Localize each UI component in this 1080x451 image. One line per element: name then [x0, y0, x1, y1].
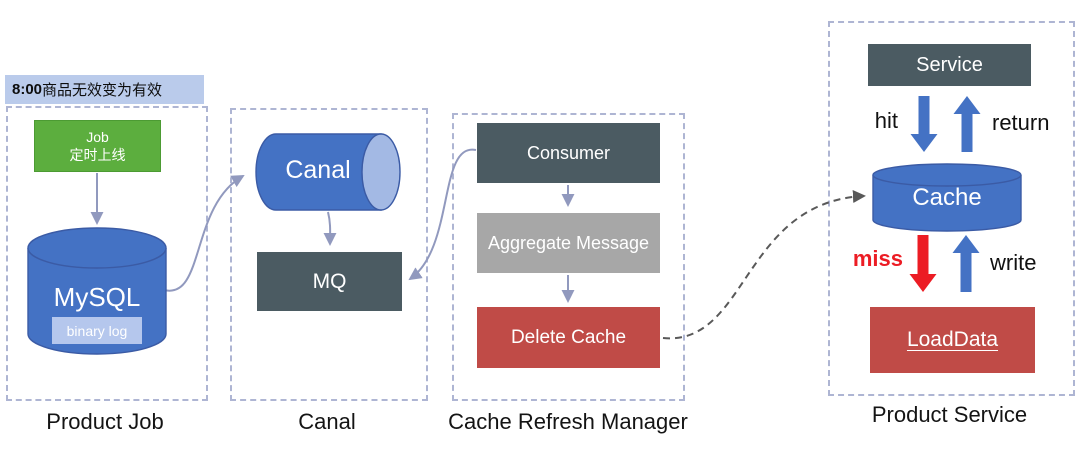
canal-cylinder	[255, 133, 401, 211]
delete-cache-node: Delete Cache	[477, 307, 660, 368]
caption-product-job: Product Job	[46, 409, 164, 434]
job-node: Job 定时上线	[34, 120, 161, 172]
binary-log-chip: binary log	[52, 317, 142, 344]
service-node: Service	[868, 44, 1031, 86]
annotation-time: 8:00	[12, 81, 43, 98]
mq-node: MQ	[257, 252, 402, 311]
caption-product-service: Product Service	[871, 402, 1028, 427]
caption-cache-refresh-manager: Cache Refresh Manager	[448, 409, 688, 434]
loaddata-node: LoadData	[870, 307, 1035, 373]
hit-label: hit	[874, 108, 898, 133]
return-label: return	[992, 110, 1050, 135]
caption-canal: Canal	[298, 409, 356, 434]
miss-label: miss	[852, 246, 903, 271]
consumer-node: Consumer	[477, 123, 660, 183]
job-line1: Job	[86, 128, 109, 145]
annotation-text: 商品无效变为有效	[42, 82, 163, 99]
write-label: write	[990, 250, 1037, 275]
aggregate-message-node: Aggregate Message	[477, 213, 660, 273]
job-line2: 定时上线	[69, 147, 126, 163]
cache-cylinder	[872, 163, 1022, 232]
